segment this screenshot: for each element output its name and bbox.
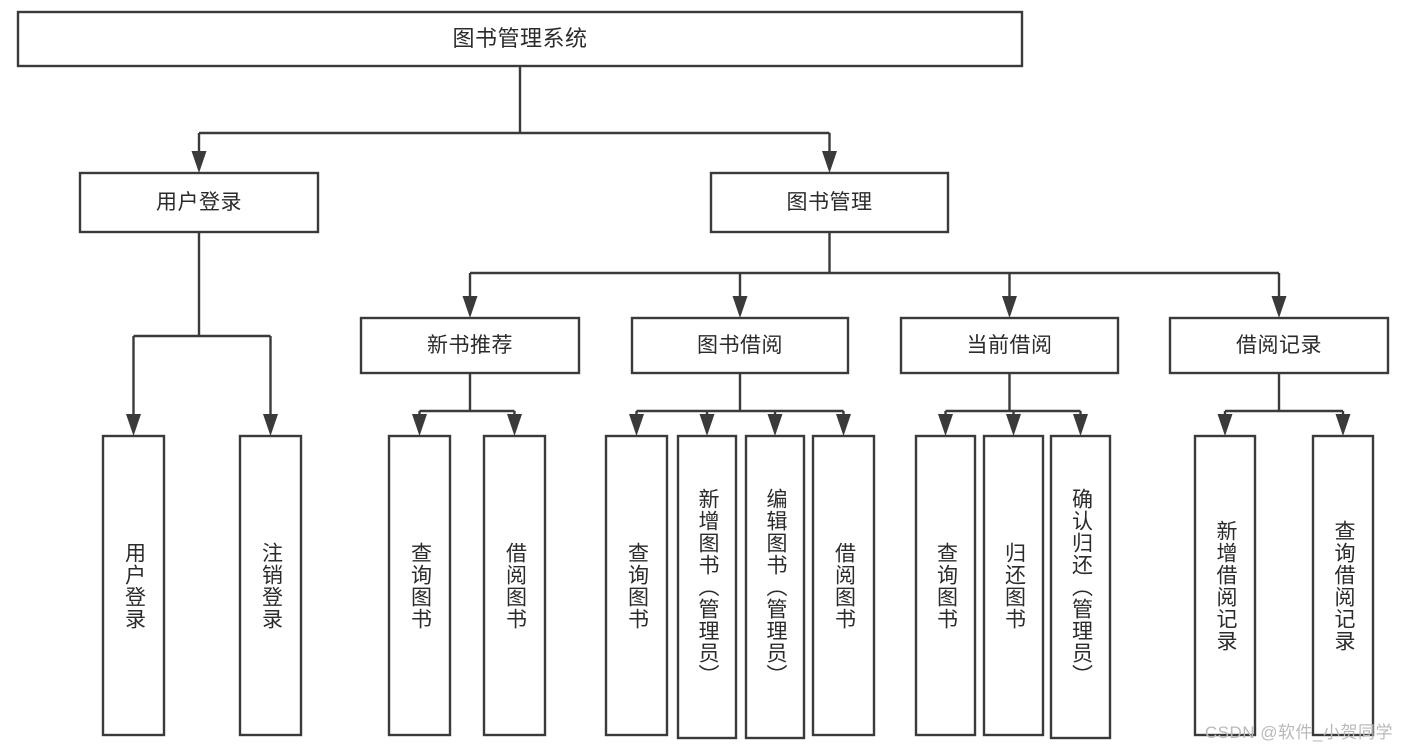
arrow-head-icon-leaf-user-login	[126, 414, 141, 436]
node-box-leaf-return-book	[982, 434, 1045, 737]
arrow-head-icon-leaf-edit-book-admin	[767, 414, 783, 436]
node-box-leaf-add-book-admin	[676, 434, 738, 740]
node-box-book-manage	[709, 171, 950, 234]
node-box-leaf-query-book-current	[914, 434, 977, 737]
arrow-head-icon-new-book-recommend	[462, 296, 478, 318]
node-box-user-login	[78, 171, 320, 234]
node-box-leaf-query-borrow-record	[1311, 434, 1375, 737]
arrow-head-icon-user-login	[191, 151, 207, 173]
arrow-head-icon-leaf-borrow-book-rec	[507, 414, 522, 436]
arrow-head-icon-borrow-record	[1271, 296, 1287, 318]
arrow-head-icon-leaf-query-borrow-record	[1335, 414, 1351, 436]
node-box-leaf-user-login	[101, 434, 166, 737]
arrow-head-icon-leaf-query-book-borrow	[629, 414, 644, 436]
node-box-leaf-borrow-book-rec	[482, 434, 547, 737]
node-box-current-borrow	[899, 316, 1120, 375]
node-box-book-borrow	[630, 316, 850, 375]
arrow-head-icon-leaf-query-book-rec	[412, 414, 427, 436]
arrow-head-icon-current-borrow	[1002, 296, 1017, 318]
arrow-head-icon-leaf-logout	[263, 414, 278, 436]
arrow-head-icon-leaf-add-book-admin	[699, 414, 715, 436]
node-box-leaf-add-borrow-record	[1193, 434, 1257, 737]
arrow-head-icon-book-borrow	[732, 296, 748, 318]
arrow-head-icon-leaf-add-borrow-record	[1217, 414, 1233, 436]
arrow-head-icon-leaf-borrow-book	[836, 414, 851, 436]
node-box-leaf-borrow-book	[811, 434, 876, 737]
node-box-new-book-recommend	[359, 316, 581, 375]
node-box-leaf-query-book-borrow	[604, 434, 669, 737]
node-box-leaf-confirm-return-admin	[1049, 434, 1112, 740]
node-box-root	[16, 10, 1024, 68]
arrow-head-icon-leaf-query-book-current	[938, 414, 953, 436]
watermark-text: CSDN @软件_小贺同学	[1204, 723, 1393, 742]
node-box-leaf-edit-book-admin	[744, 434, 806, 740]
arrow-head-icon-leaf-confirm-return-admin	[1073, 414, 1088, 436]
arrow-head-icon-leaf-return-book	[1006, 414, 1021, 436]
arrow-head-icon-book-manage	[822, 151, 837, 173]
node-box-leaf-query-book-rec	[387, 434, 452, 737]
node-box-borrow-record	[1168, 316, 1390, 375]
node-box-leaf-logout	[238, 434, 303, 737]
